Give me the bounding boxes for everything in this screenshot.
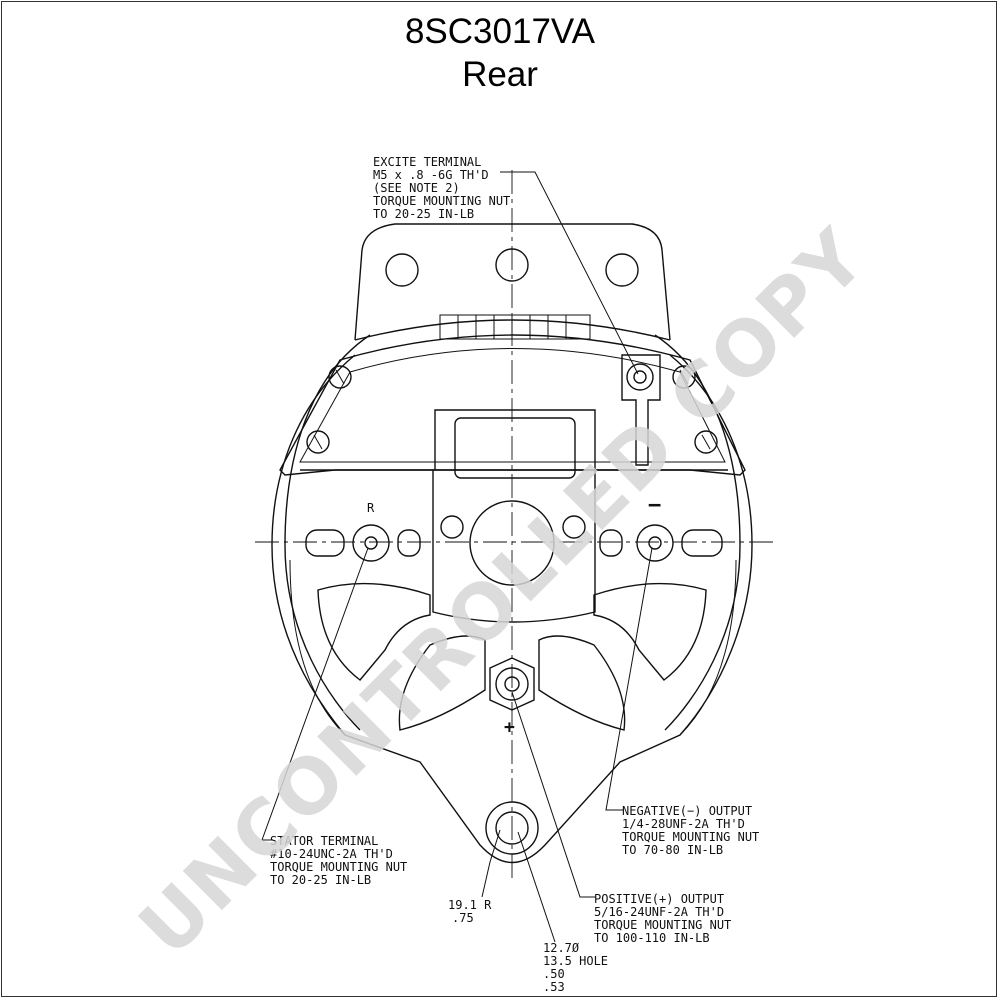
drawing-title: 8SC3017VA [404, 12, 596, 51]
ear-hole-right [605, 253, 639, 287]
radius-inch: .75 [452, 911, 474, 925]
excite-line-2: M5 x .8 -6G TH'D [373, 168, 489, 182]
negative-output-terminal [599, 524, 723, 562]
inner-frame [279, 334, 746, 476]
cover-screw-left [440, 515, 464, 539]
callout-stator-terminal: STATOR TERMINAL #10-24UNC-2A TH'D TORQUE… [270, 834, 407, 887]
negative-line-3: TORQUE MOUNTING NUT [622, 830, 759, 844]
callout-excite-terminal: EXCITE TERMINAL M5 x .8 -6G TH'D (SEE NO… [373, 155, 510, 221]
positive-terminal-mark: + [504, 717, 515, 738]
uncontrolled-copy-watermark: UNCONTROLLED COPY [122, 211, 883, 972]
stator-line-2: #10-24UNC-2A TH'D [270, 847, 393, 861]
stator-terminal-r [305, 524, 421, 562]
positive-line-2: 5/16-24UNF-2A TH'D [594, 905, 724, 919]
excite-line-5: TO 20-25 IN-LB [373, 207, 474, 221]
mounting-ear [354, 223, 671, 341]
negative-terminal-mark: − [648, 493, 661, 518]
view-label: Rear [462, 55, 538, 94]
positive-line-4: TO 100-110 IN-LB [594, 931, 710, 945]
callout-radius: 19.1 R .75 [448, 898, 492, 925]
excite-line-1: EXCITE TERMINAL [373, 155, 481, 169]
hole-line-4: .53 [543, 980, 565, 994]
regulator-cover [432, 409, 596, 623]
stator-line-3: TORQUE MOUNTING NUT [270, 860, 407, 874]
leader-lines [261, 171, 653, 943]
hole-line-3: .50 [543, 967, 565, 981]
negative-line-4: TO 70-80 IN-LB [622, 843, 723, 857]
housing-outline [271, 334, 753, 864]
callout-positive-output: POSITIVE(+) OUTPUT 5/16-24UNF-2A TH'D TO… [594, 892, 731, 945]
lower-mounting-hole [485, 801, 539, 855]
callout-negative-output: NEGATIVE(−) OUTPUT 1/4-28UNF-2A TH'D TOR… [622, 804, 759, 857]
ear-hole-center [495, 248, 529, 282]
hole-line-1: 12.7Ø [543, 941, 580, 955]
ear-hole-left [385, 253, 419, 287]
negative-line-1: NEGATIVE(−) OUTPUT [622, 804, 752, 818]
vent-openings [317, 582, 707, 731]
excite-line-4: TORQUE MOUNTING NUT [373, 194, 510, 208]
radius-metric: 19.1 R [448, 898, 492, 912]
excite-terminal [621, 354, 661, 466]
excite-line-3: (SEE NOTE 2) [373, 181, 460, 195]
bearing-boss [469, 500, 555, 586]
positive-output-terminal [489, 657, 535, 711]
hole-line-2: 13.5 HOLE [543, 954, 608, 968]
r-terminal-mark: R [367, 501, 375, 515]
negative-line-2: 1/4-28UNF-2A TH'D [622, 817, 745, 831]
cover-screw-right [562, 515, 586, 539]
positive-line-1: POSITIVE(+) OUTPUT [594, 892, 724, 906]
stator-line-4: TO 20-25 IN-LB [270, 873, 371, 887]
housing-screws [306, 365, 718, 454]
stator-line-1: STATOR TERMINAL [270, 834, 378, 848]
positive-line-3: TORQUE MOUNTING NUT [594, 918, 731, 932]
callout-hole: 12.7Ø 13.5 HOLE .50 .53 [543, 941, 608, 994]
